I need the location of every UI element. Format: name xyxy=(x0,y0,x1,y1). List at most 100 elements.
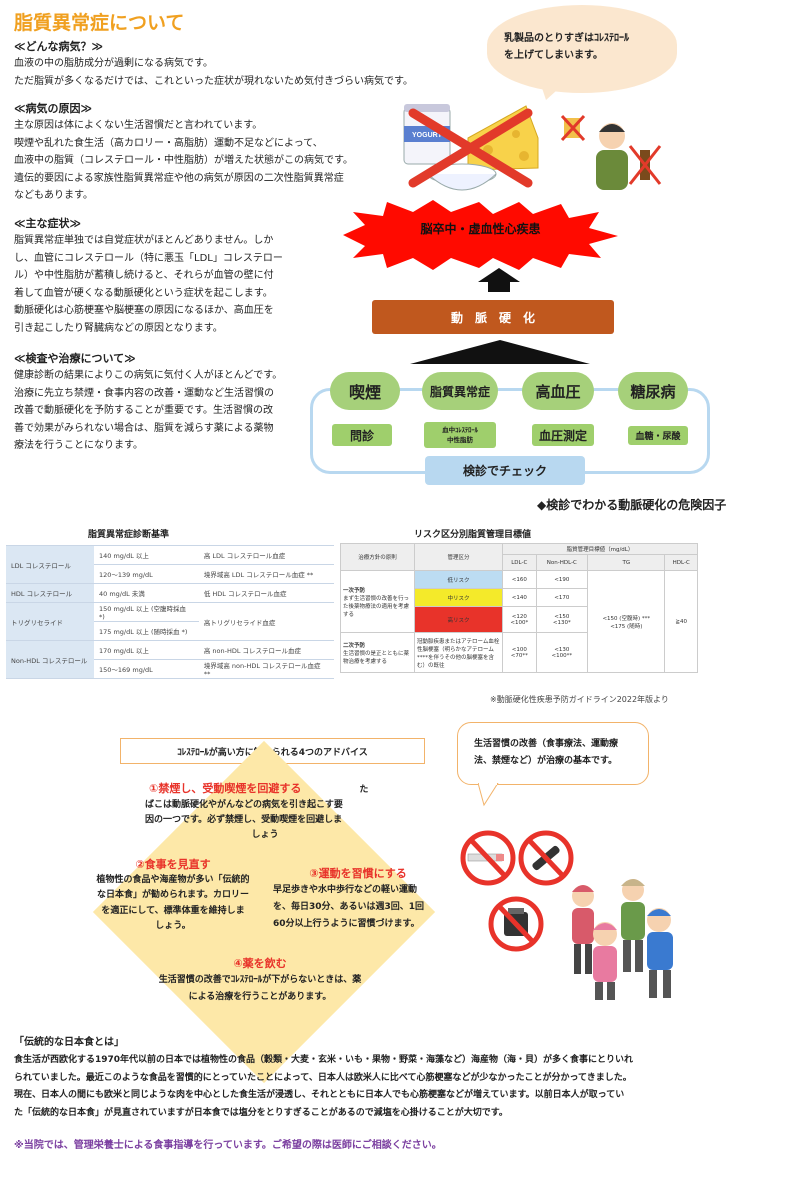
primary-prevention-cell: 一次予防 まず生活習慣の改善を行った後薬物療法の適用を考慮する xyxy=(340,570,415,633)
text-line: 血液の中の脂肪成分が過剰になる病気です。 xyxy=(14,58,213,69)
section-symptoms: ≪主な症状≫ 脂質異常症単独では自覚症状がほとんどありません。しか し、血管にコ… xyxy=(14,215,304,337)
criteria-value: 40 mg/dL 未満 xyxy=(94,583,199,603)
criteria-diagnosis: 境界域高 LDL コレステロール血症 ** xyxy=(198,564,334,584)
col-policy: 治療方針の原則 xyxy=(340,543,415,571)
nonhdl-value: <150 <130* xyxy=(535,606,589,633)
advice-item-4: ④薬を飲む 生活習慣の改善でｺﾚｽﾃﾛｰﾙが下がらないときは、薬 による治療を行… xyxy=(140,955,380,1006)
text-line: 脂質異常症単独では自覚症状がほとんどありません。しか xyxy=(14,235,274,246)
text-line: 喫煙や乱れた食生活（高カロリー・高脂肪）運動不足などによって、 xyxy=(14,137,323,149)
advice-1-title: ①禁煙し、受動喫煙を回避する xyxy=(149,782,302,795)
text-line: られていました。最近このような食品を習慣的にとっていたことによって、日本人は欧米… xyxy=(14,1072,632,1083)
checkup-label: 検診でチェック xyxy=(425,456,585,485)
criteria-name: トリグリセライド xyxy=(6,602,94,641)
section-treatment: ≪検査や治療について≫ 健康診断の結果によりこの病気に気付く人がほとんどです。 … xyxy=(14,350,304,455)
factor-dyslipidemia: 脂質異常症 xyxy=(422,372,498,410)
text-line: 現在、日本人の間にも欧米と同じような肉を中心とした食生活が浸透し、それとともに日… xyxy=(14,1090,625,1100)
bubble-tail-icon xyxy=(540,82,566,100)
criteria-table-title: 脂質異常症診断基準 xyxy=(88,530,170,540)
criteria-value: 120～139 mg/dL xyxy=(94,564,199,584)
table-row: Non-HDL コレステロール 170 mg/dL 以上 高 non-HDL コ… xyxy=(6,640,334,679)
check-blood-pressure: 血圧測定 xyxy=(532,424,594,446)
advice-line: ばこは動脈硬化やがんなどの病気を引き起こす要 xyxy=(145,800,343,810)
text-line: 健康診断の結果によりこの病気に気付く人がほとんどです。 xyxy=(14,370,283,381)
check-interview: 問診 xyxy=(332,424,392,446)
table-row: 一次予防 まず生活習慣の改善を行った後薬物療法の適用を考慮する 低リスク <16… xyxy=(340,570,698,673)
criteria-value: 150～169 mg/dL xyxy=(94,659,199,679)
risk-table: 治療方針の原則 管理区分 脂質管理目標値（mg/dL） LDL-C Non-HD… xyxy=(340,543,698,673)
lifestyle-bubble-text: 生活習慣の改善（食事療法、運動療 法、禁煙など）が治療の基本です。 xyxy=(474,736,618,770)
japanese-diet-heading: 「伝統的な日本食とは」 xyxy=(14,1037,124,1048)
criteria-value: 140 mg/dL 以上 xyxy=(94,545,199,565)
advice-line: しょう xyxy=(251,830,279,840)
advice-1-firstline: ①禁煙し、受動喫煙を回避する た xyxy=(145,781,385,798)
criteria-table: LDL コレステロール 140 mg/dL 以上 高 LDL コレステロール血症… xyxy=(6,545,334,679)
risk-mid: 中リスク xyxy=(414,588,503,607)
criteria-diagnosis: 高トリグリセライド血症 xyxy=(198,602,334,641)
bubble-line: 法、禁煙など）が治療の基本です。 xyxy=(474,756,618,766)
text-line: 動脈硬化は心筋梗塞や脳梗塞の原因になるほか、高血圧を xyxy=(14,305,274,316)
section-heading: ≪どんな病気？≫ xyxy=(14,40,104,53)
advice-line: を適正にして、標準体重を維持しま xyxy=(101,905,245,916)
risk-high: 高リスク xyxy=(414,606,503,633)
risk-low: 低リスク xyxy=(414,570,503,589)
table-row: 175 mg/dL 以上 (随時採血 *) xyxy=(6,621,334,641)
advice-line: 因の一つです。必ず禁煙し、受動喫煙を回避しま xyxy=(145,815,343,825)
check-glucose: 血糖・尿酸 xyxy=(628,426,688,445)
advice-line: な日本食」が勧められます。カロリー xyxy=(96,890,250,900)
advice-line: 60分以上行うように習慣づけます。 xyxy=(273,919,420,929)
nonhdl-value: <190 xyxy=(535,570,589,589)
risk-table-title: リスク区分別脂質管理目標値 xyxy=(414,530,532,540)
up-arrow-small-icon xyxy=(478,268,520,292)
bubble-line: を上げてしまいます。 xyxy=(504,50,603,61)
bubble-line: 生活習慣の改善（食事療法、運動療 xyxy=(474,739,619,749)
advice-line: を、毎日30分、あるいは週3回、1回 xyxy=(273,902,425,912)
criteria-name: Non-HDL コレステロール xyxy=(6,640,94,679)
text-line: 善で効果がみられない場合は、脂質を減らす薬による薬物 xyxy=(14,422,274,434)
criteria-diagnosis: 高 non-HDL コレステロール血症 xyxy=(198,640,334,660)
dairy-speech-bubble xyxy=(487,5,677,93)
col-ldl: LDL-C xyxy=(502,554,537,571)
advice-line: による治療を行うことがあります。 xyxy=(188,992,332,1002)
disease-burst-label: 脳卒中・虚血性心疾患 xyxy=(420,222,541,236)
ldl-value: <160 xyxy=(502,570,537,589)
col-hdl: HDL-C xyxy=(664,554,698,571)
text-line: などもあります。 xyxy=(14,190,93,201)
factor-diabetes: 糖尿病 xyxy=(618,372,688,410)
text-line: ル）や中性脂肪が蓄積し続けると、それらが血管の壁に付 xyxy=(14,270,274,281)
secondary-label: 二次予防 xyxy=(343,642,366,649)
factor-hypertension: 高血圧 xyxy=(522,372,594,410)
table-header-row: 治療方針の原則 管理区分 脂質管理目標値（mg/dL） xyxy=(340,543,698,571)
text-line: 血液中の脂質（コレステロール・中性脂肪）が増えた状態がこの病気です。 xyxy=(14,155,353,166)
ldl-value: <140 xyxy=(502,588,537,607)
advice-line: しょう。 xyxy=(155,921,191,931)
section-what: ≪どんな病気？≫ 血液の中の脂肪成分が過剰になる病気です。 ただ脂質が多くなるだ… xyxy=(14,38,444,90)
text-line: ただ脂質が多くなるだけでは、これといった症状が現れないため気付きづらい病気です。 xyxy=(14,75,413,87)
table-row: トリグリセライド 150 mg/dL 以上 (空腹時採血 *) 高トリグリセライ… xyxy=(6,602,334,641)
advice-2-title: ②食事を見直す xyxy=(135,858,211,871)
table-row: LDL コレステロール 140 mg/dL 以上 高 LDL コレステロール血症 xyxy=(6,545,334,584)
primary-label: 一次予防 xyxy=(343,587,366,594)
criteria-name: HDL コレステロール xyxy=(6,583,94,603)
text-line: 引き起こしたり腎臓病などの原因となります。 xyxy=(14,322,223,334)
advice-line: 植物性の食品や海産物が多い「伝統的 xyxy=(96,874,250,885)
text-line: 改善で動脈硬化を予防することが重要です。生活習慣の改 xyxy=(14,405,273,416)
table-row: 中リスク <140 <170 xyxy=(341,588,698,607)
criteria-diagnosis: 境界域高 non-HDL コレステロール血症 ** xyxy=(198,659,334,679)
secondary-prevention-cell: 二次予防 生活習慣の是正とともに薬物治療を考慮する xyxy=(340,632,415,673)
table-row: 二次予防 生活習慣の是正とともに薬物治療を考慮する 冠動脈疾患またはアテローム血… xyxy=(340,632,698,673)
table-row: 120～139 mg/dL 境界域高 LDL コレステロール血症 ** xyxy=(6,564,334,584)
text-line: し、血管にコレステロール（特に悪玉「LDL」コレステロー xyxy=(14,252,283,264)
text-line: 主な原因は体によくない生活習慣だと言われています。 xyxy=(14,120,263,131)
japanese-diet-text: 食生活が西欧化する1970年代以前の日本では植物性の食品（穀類・大麦・玄米・いも… xyxy=(14,1052,794,1122)
col-tg: TG xyxy=(587,554,666,571)
lifestyle-speech-bubble xyxy=(457,722,649,785)
advice-item-2: ②食事を見直す 植物性の食品や海産物が多い「伝統的 な日本食」が勧められます。カ… xyxy=(82,857,264,935)
no-smoking-signs-icon xyxy=(460,830,574,952)
dairy-bubble-text: 乳製品のとりすぎはｺﾚｽﾃﾛｰﾙ を上げてしまいます。 xyxy=(504,30,629,64)
nonhdl-value: <170 xyxy=(535,588,589,607)
factor-smoking: 喫煙 xyxy=(330,372,400,410)
advice-1-tail: た xyxy=(359,785,369,795)
guideline-source: ※動脈硬化性疾患予防ガイドライン2022年版より xyxy=(490,695,669,704)
section-cause: ≪病気の原因≫ 主な原因は体によくない生活習慣だと言われています。 喫煙や乱れた… xyxy=(14,100,374,205)
advice-3-title: ③運動を習慣にする xyxy=(309,867,407,880)
